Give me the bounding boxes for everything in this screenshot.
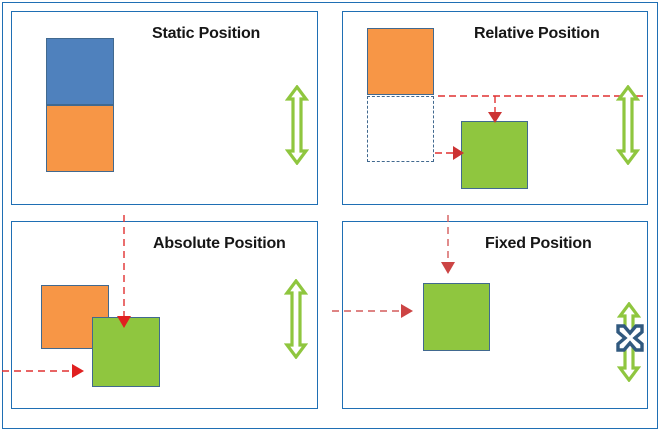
- green-box: [423, 283, 490, 351]
- ghost-box: [367, 96, 434, 162]
- green-box: [461, 121, 528, 189]
- scroll-arrow-icon: [285, 85, 309, 165]
- orange-box: [367, 28, 434, 95]
- blue-box: [46, 38, 114, 105]
- green-box: [92, 317, 160, 387]
- panel-title-fixed: Fixed Position: [485, 235, 592, 252]
- panel-title-absolute: Absolute Position: [153, 235, 286, 252]
- panel-fixed-position: Fixed Position: [342, 221, 648, 409]
- panel-static-position: Static Position: [11, 11, 318, 205]
- no-scroll-x-icon: [613, 323, 647, 353]
- panel-title-static: Static Position: [152, 25, 261, 42]
- orange-box: [46, 105, 114, 172]
- scroll-arrow-icon: [616, 85, 640, 165]
- panel-absolute-position: Absolute Position: [11, 221, 318, 409]
- panel-relative-position: Relative Position: [342, 11, 648, 205]
- panel-title-relative: Relative Position: [474, 25, 600, 42]
- scroll-arrow-icon: [284, 279, 308, 359]
